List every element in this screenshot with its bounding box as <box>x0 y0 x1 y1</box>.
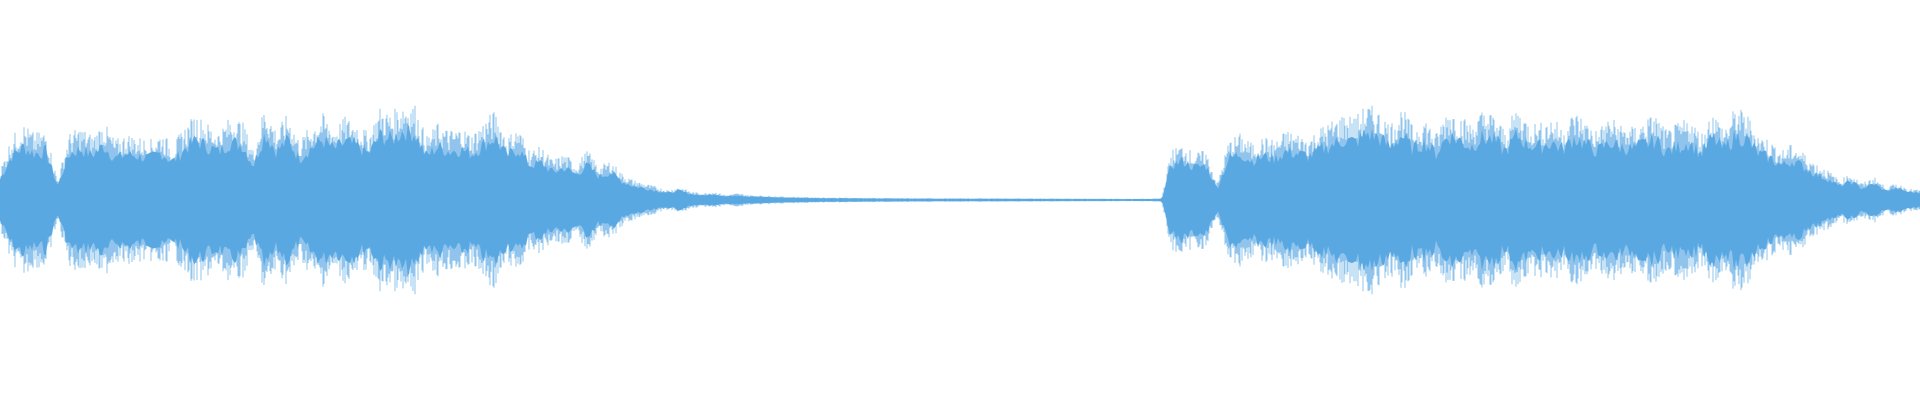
waveform-spikes <box>0 105 1920 295</box>
